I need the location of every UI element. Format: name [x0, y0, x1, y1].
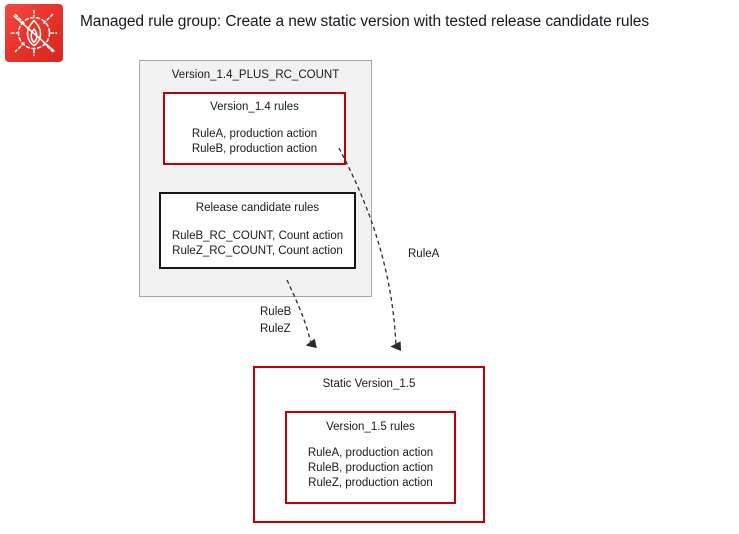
page-title: Managed rule group: Create a new static … — [80, 13, 649, 30]
version-1-5-rules-box: Version_1.5 rules RuleA, production acti… — [285, 411, 456, 504]
rule-line: RuleB, production action — [307, 462, 434, 474]
outer-container-title: Version_1.4_PLUS_RC_COUNT — [171, 69, 340, 81]
release-candidate-rules-box: Release candidate rules RuleB_RC_COUNT, … — [159, 192, 356, 269]
version-1-4-rules-list: RuleA, production action RuleB, producti… — [165, 127, 344, 157]
arrow-label-ruleb: RuleB — [260, 306, 292, 318]
rule-line: RuleB_RC_COUNT, Count action — [171, 230, 344, 242]
aws-waf-icon — [5, 4, 63, 62]
rule-line: RuleA, production action — [307, 447, 434, 459]
version-1-4-rules-title: Version_1.4 rules — [210, 101, 299, 113]
rule-line: RuleA, production action — [191, 128, 318, 140]
arrow-label-rulea: RuleA — [408, 248, 440, 260]
version-1-5-rules-title: Version_1.5 rules — [326, 421, 415, 433]
static-version-1-5-title: Static Version_1.5 — [322, 378, 416, 390]
release-candidate-rules-title: Release candidate rules — [195, 202, 320, 214]
version-1-4-rules-box: Version_1.4 rules RuleA, production acti… — [163, 92, 346, 165]
rule-line: RuleB, production action — [191, 143, 318, 155]
version-1-5-rules-list: RuleA, production action RuleB, producti… — [287, 446, 454, 491]
rule-line: RuleZ_RC_COUNT, Count action — [172, 245, 343, 257]
release-candidate-rules-list: RuleB_RC_COUNT, Count action RuleZ_RC_CO… — [161, 229, 354, 259]
arrow-label-rulez: RuleZ — [260, 323, 291, 335]
rule-line: RuleZ, production action — [308, 477, 433, 489]
